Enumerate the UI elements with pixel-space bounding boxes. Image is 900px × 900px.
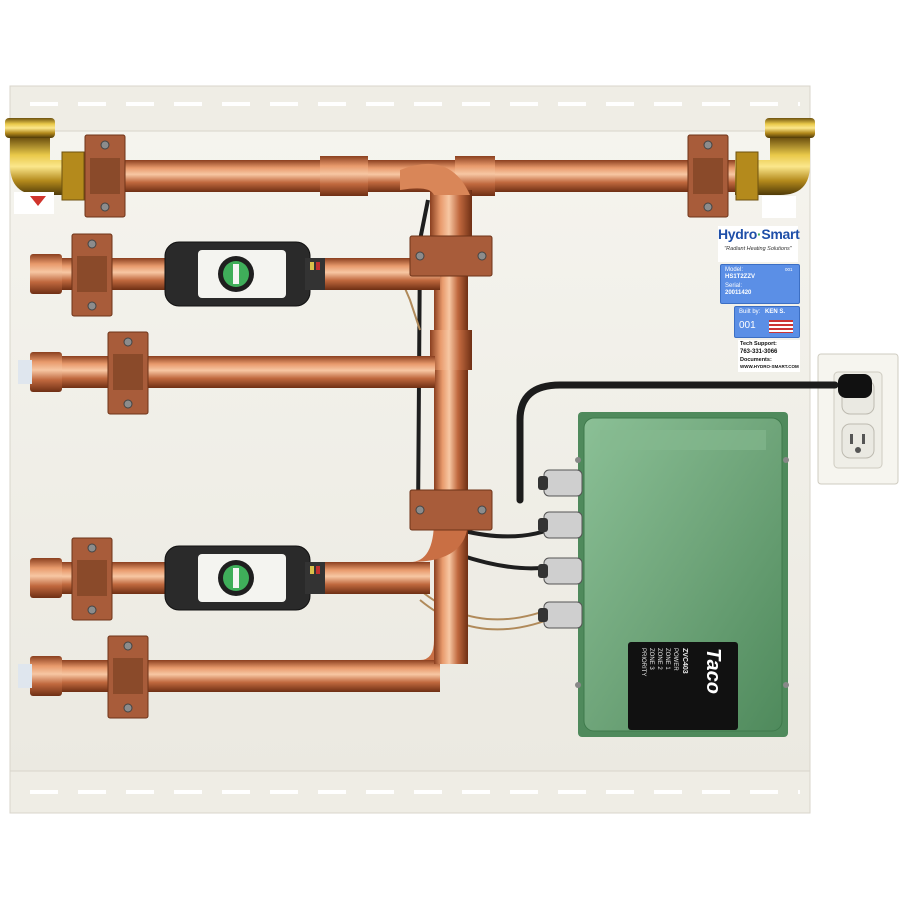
brand-logo-name: Hydro·Smart xyxy=(718,226,800,242)
pump-icon xyxy=(164,545,325,611)
brass-elbow-icon xyxy=(5,118,85,201)
power-cord xyxy=(516,381,839,504)
power-outlet-icon xyxy=(817,353,899,485)
taco-logo: Taco xyxy=(702,648,724,694)
serial-label: Serial: xyxy=(725,283,743,289)
flow-labels xyxy=(14,192,796,218)
brand-logo: Hydro·Smart "Radiant Heating Solutions" xyxy=(718,226,800,262)
flag-icon xyxy=(769,320,793,333)
brand-tagline: "Radiant Heating Solutions" xyxy=(724,246,792,252)
model-card-code: 001 xyxy=(785,267,793,272)
controller-line-1: POWER xyxy=(672,648,678,671)
tech-support-phone: 763-331-3066 xyxy=(740,349,778,355)
clamp-bands xyxy=(77,158,723,694)
built-by-value: KEN S. xyxy=(765,309,786,315)
serial-value: 20011420 xyxy=(725,290,752,296)
controller-line-4: ZONE 3 xyxy=(648,648,654,670)
controller-line-3: ZONE 2 xyxy=(656,648,662,670)
power-plug-icon xyxy=(838,374,872,398)
clamp-screws xyxy=(87,140,713,713)
website: WWW.HYDRO-SMART.COM xyxy=(740,364,799,369)
documents-label: Documents: xyxy=(740,357,772,363)
controller-faceplate: Taco ZVC403 POWER ZONE 1 ZONE 2 ZONE 3 P… xyxy=(628,642,738,730)
controller-model: ZVC403 xyxy=(681,648,688,674)
unit-number: 001 xyxy=(739,320,756,331)
brand-logo-part-1: Hydro xyxy=(718,226,757,242)
zone-2-return-pipe xyxy=(18,620,468,696)
zone-1-return-pipe xyxy=(18,352,435,392)
brass-elbow-icon xyxy=(735,118,815,201)
model-label: Model: xyxy=(725,267,744,273)
pump-icon xyxy=(164,241,325,307)
model-value: HS1T2ZZV xyxy=(725,274,756,280)
controller-line-5: PRIORITY xyxy=(640,648,646,677)
cable-glands xyxy=(538,469,583,629)
builder-card: Built by: KEN S. 001 xyxy=(734,306,800,338)
built-by-label: Built by: xyxy=(739,309,761,315)
model-serial-card: Model: HS1T2ZZV Serial: 20011420 001 xyxy=(720,264,800,304)
tech-support-card: Tech Support: 763-331-3066 Documents: WW… xyxy=(738,340,800,372)
controller-line-2: ZONE 1 xyxy=(664,648,670,670)
brand-logo-part-2: Smart xyxy=(761,226,800,242)
tech-support-label: Tech Support: xyxy=(740,341,777,347)
